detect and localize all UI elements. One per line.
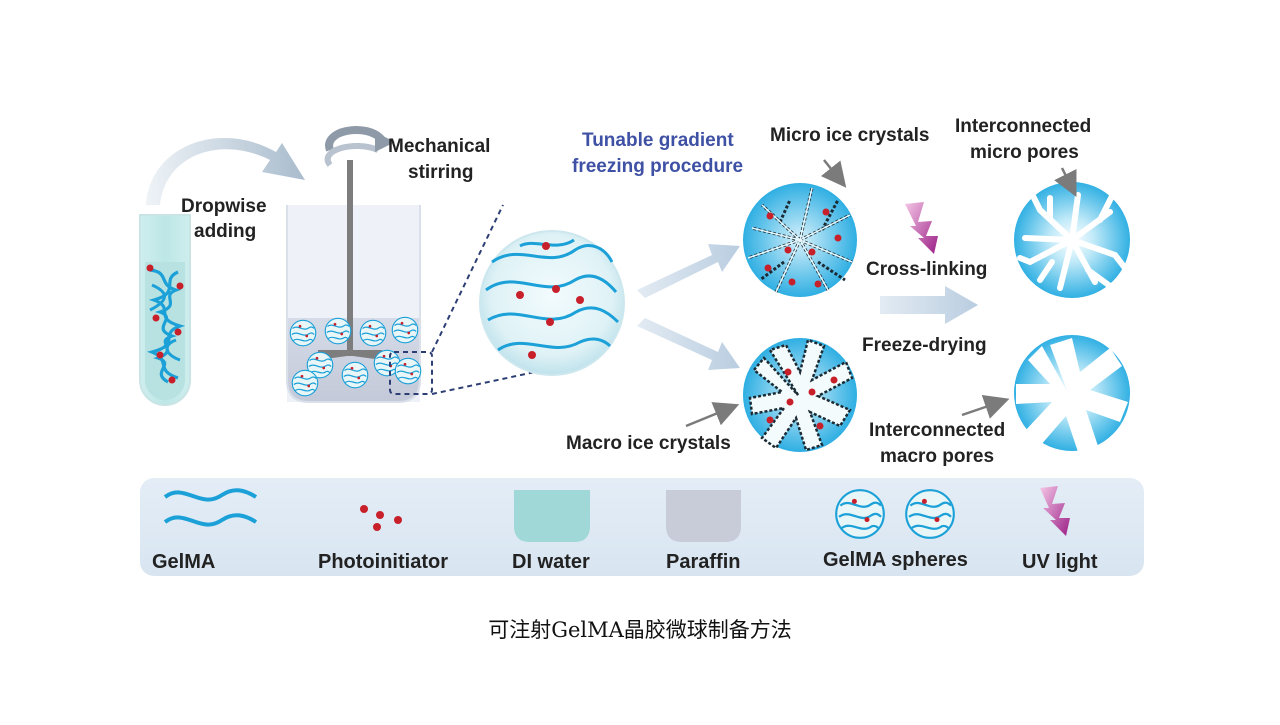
macro-ice-sphere — [743, 338, 857, 452]
arrow-inter-macro — [961, 395, 1010, 419]
dropwise-arrow — [146, 137, 305, 205]
legend-gelma-icon — [163, 488, 258, 527]
test-tube — [139, 214, 191, 406]
label-inter-macro-1: Interconnected — [869, 420, 1005, 441]
label-stirring-2: stirring — [408, 162, 473, 183]
label-dropwise-2: adding — [194, 221, 256, 242]
legend-gelma-label: GelMA — [152, 551, 215, 573]
legend-uv-light-icon — [1040, 486, 1070, 536]
slide-caption: 可注射GelMA晶胶微球制备方法 — [488, 618, 792, 642]
label-tunable-2: freezing procedure — [572, 156, 743, 177]
legend-paraffin-label: Paraffin — [666, 551, 740, 573]
macro-pore-sphere — [1014, 335, 1130, 452]
stirrer — [318, 125, 395, 360]
label-micro-ice: Micro ice crystals — [770, 125, 929, 146]
label-stirring-1: Mechanical — [388, 136, 490, 157]
legend-photoinitiator-icon — [360, 505, 402, 531]
label-inter-micro-1: Interconnected — [955, 116, 1091, 137]
zoom-box — [389, 351, 433, 395]
legend-uv-light-label: UV light — [1022, 551, 1098, 573]
enlarged-gelma-sphere — [479, 230, 625, 376]
legend-gelma-spheres-label: GelMA spheres — [823, 549, 968, 571]
legend-paraffin-icon — [666, 490, 741, 542]
arrow-macro-ice — [685, 402, 740, 428]
arrow-to-micro — [637, 244, 740, 298]
label-dropwise-1: Dropwise — [181, 196, 267, 217]
crosslink-uv-icon — [905, 202, 938, 254]
arrow-inter-micro — [1054, 167, 1077, 197]
legend: GelMA Photoinitiator DI water Paraffin G… — [140, 478, 1144, 576]
label-macro-ice: Macro ice crystals — [566, 433, 731, 454]
label-crosslinking: Cross-linking — [866, 259, 987, 280]
zoom-line-bottom — [431, 371, 536, 395]
zoom-line-top — [431, 204, 504, 353]
arrow-to-macro — [637, 318, 740, 370]
legend-di-water-icon — [514, 490, 590, 542]
label-inter-micro-2: micro pores — [970, 142, 1079, 163]
micro-pore-sphere — [1014, 182, 1130, 298]
legend-photoinitiator-label: Photoinitiator — [318, 551, 448, 573]
arrow-micro-ice — [820, 159, 847, 188]
micro-ice-sphere — [743, 183, 857, 297]
legend-di-water-label: DI water — [512, 551, 590, 573]
arrow-crosslink — [880, 286, 978, 324]
label-inter-macro-2: macro pores — [880, 446, 994, 467]
label-tunable-1: Tunable gradient — [582, 130, 734, 151]
label-freezedrying: Freeze-drying — [862, 335, 987, 356]
